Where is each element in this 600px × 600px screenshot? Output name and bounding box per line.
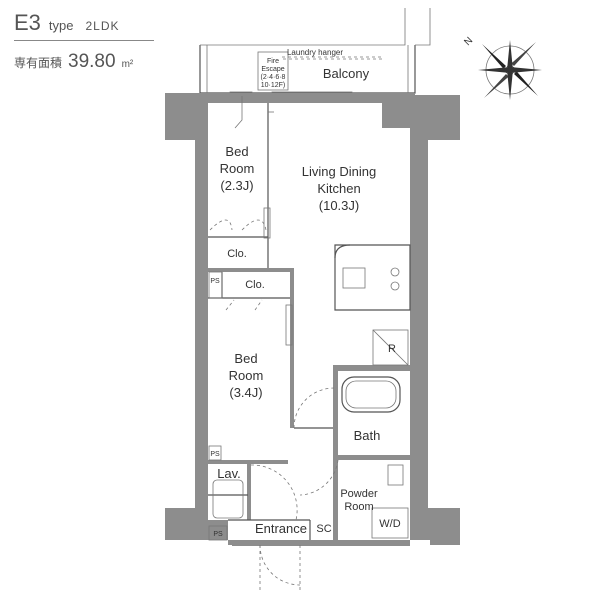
fire-escape-line-4: 10·12F)	[261, 82, 286, 89]
entrance-label: Entrance	[255, 521, 307, 536]
bed1-size: (2.3J)	[220, 178, 253, 193]
kitchen-fixtures	[342, 267, 409, 366]
ps-2-label: PS	[210, 451, 220, 458]
area-value: 39.80	[68, 51, 116, 72]
fire-escape-line-1: Fire	[267, 58, 279, 65]
ldk-name-line-1: Living Dining	[302, 164, 376, 179]
refrigerator-label: R	[388, 343, 396, 355]
ps-1-label: PS	[210, 278, 220, 285]
washer-label: W/D	[379, 518, 400, 530]
header-divider	[14, 40, 154, 41]
area-unit: m²	[121, 59, 134, 70]
bed2-size: (3.4J)	[229, 385, 262, 400]
powder-room-line-2: Room	[344, 501, 373, 513]
shoe-closet-label: SC	[316, 523, 331, 535]
ps-3-label: PS	[213, 531, 223, 538]
header: E3 type 2LDK 専有面積 39.80 m²	[14, 10, 174, 73]
lav-label: Lav.	[217, 466, 241, 481]
bed1-name-line-1: Bed	[225, 144, 248, 159]
closet-2-label: Clo.	[245, 279, 265, 291]
area-label: 専有面積	[14, 56, 63, 70]
layout-type: 2LDK	[85, 19, 120, 33]
powder-room-line-1: Powder	[340, 488, 378, 500]
bath-fixtures	[212, 376, 409, 539]
fire-escape-line-2: Escape	[261, 66, 284, 73]
balcony-label: Balcony	[323, 66, 370, 81]
compass-north-label: N	[462, 35, 475, 48]
laundry-label: Laundry hanger	[287, 48, 343, 57]
walls	[165, 93, 460, 546]
compass-rose-icon	[478, 40, 542, 100]
bed2-name-line-2: Room	[229, 368, 264, 383]
closet-1-label: Clo.	[227, 248, 247, 260]
ldk-size: (10.3J)	[319, 198, 359, 213]
ldk-name-line-2: Kitchen	[317, 181, 360, 196]
interior-lines	[208, 96, 339, 590]
type-word: type	[48, 18, 74, 33]
fire-escape-line-3: (2·4·6·8	[261, 74, 286, 81]
unit-code: E3	[14, 10, 41, 35]
bed2-name-line-1: Bed	[234, 351, 257, 366]
bath-label: Bath	[354, 428, 381, 443]
bed1-name-line-2: Room	[220, 161, 255, 176]
